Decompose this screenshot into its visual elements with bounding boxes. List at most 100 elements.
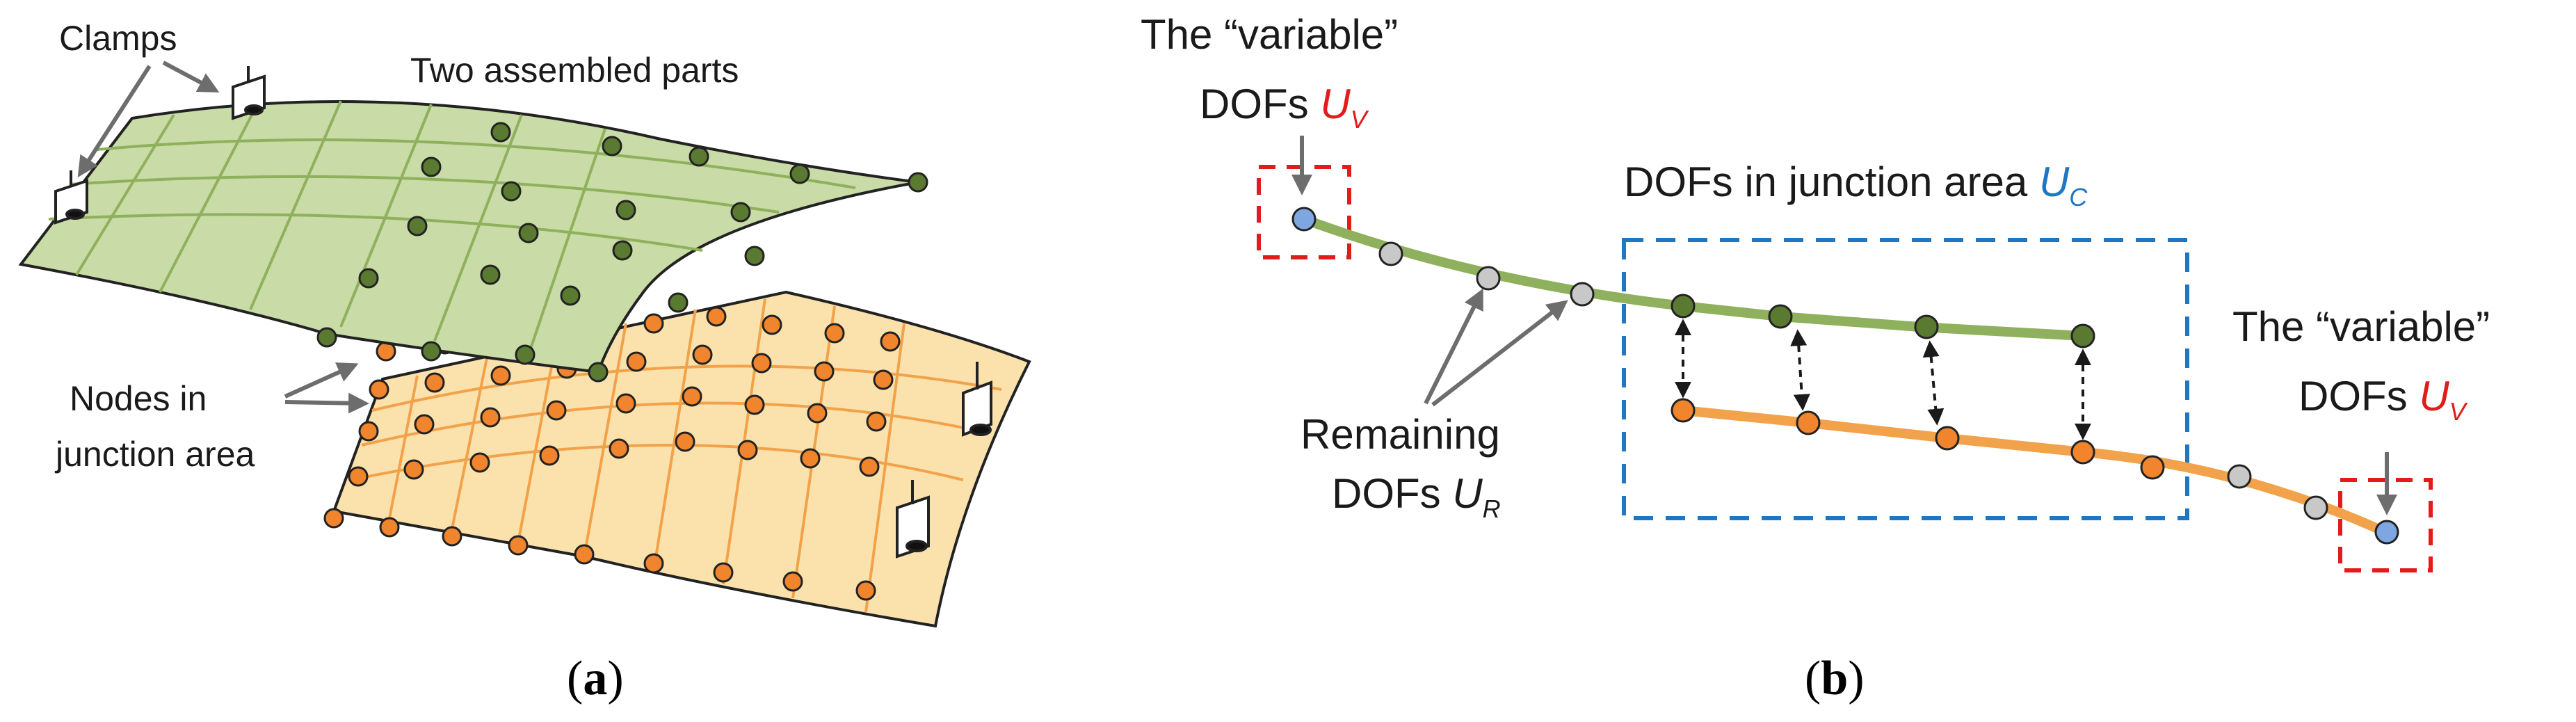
clamp-icon: [896, 362, 992, 559]
green-node: [515, 344, 536, 365]
green-node: [407, 216, 428, 236]
green-node: [358, 268, 379, 289]
orange-node: [800, 448, 821, 469]
nodes-label-line2: junction area: [54, 435, 255, 474]
orange-node: [615, 393, 636, 414]
orange-node: [414, 414, 435, 435]
green-node: [612, 240, 633, 261]
green-node: [602, 136, 622, 157]
orange-node: [480, 407, 501, 428]
green-mesh: [48, 100, 856, 355]
orange-node: [469, 452, 490, 473]
junction-dof-node-green: [2070, 323, 2095, 348]
junction-dof-node-green: [1768, 304, 1793, 329]
green-node: [480, 264, 501, 285]
orange-node: [866, 411, 887, 432]
green-node: [421, 157, 442, 177]
clamps-label: Clamps: [59, 19, 177, 58]
nodes-label-line1: Nodes in: [70, 379, 207, 418]
orange-node: [859, 456, 880, 477]
orange-node: [713, 562, 734, 583]
orange-node: [609, 438, 629, 459]
callout-arrows: [1291, 136, 2397, 515]
green-node: [501, 181, 522, 202]
green-node: [668, 292, 689, 313]
junction-dof-node-orange: [2070, 440, 2095, 465]
green-node: [490, 122, 511, 143]
green-surface: [18, 100, 919, 374]
orange-node: [682, 386, 702, 407]
orange-node: [782, 571, 803, 592]
junction-area-label: DOFs in junction area UC: [1624, 159, 2088, 211]
clamp-icon: [54, 66, 266, 225]
variable-dof-node: [1291, 207, 1317, 232]
remaining-dof-node: [2227, 464, 2252, 489]
variable-dof-box-left: [1257, 165, 1351, 259]
green-node: [588, 362, 609, 383]
green-node: [615, 200, 636, 220]
nodes-callout-arrows: [284, 362, 369, 414]
orange-part-curve: [1678, 406, 2390, 537]
panel-a: Clamps Two assembled parts Nodes in junc…: [18, 19, 1031, 705]
orange-node: [675, 431, 695, 452]
junction-dof-node-orange: [2140, 455, 2165, 480]
caption-a: (a): [567, 652, 624, 705]
variable-right-line1: The “variable”: [2232, 303, 2490, 350]
orange-node: [880, 331, 901, 352]
orange-node: [814, 361, 835, 382]
orange-node: [442, 526, 462, 547]
variable-dof-box-right: [2338, 478, 2433, 572]
coupling-arrows: [1675, 319, 2091, 440]
remaining-dof-node: [2303, 495, 2328, 520]
green-node: [730, 202, 751, 223]
variable-left-line1: The “variable”: [1141, 11, 1398, 58]
orange-node: [539, 445, 560, 466]
clamps-callout-arrows: [77, 61, 220, 178]
orange-node: [807, 403, 828, 424]
junction-dof-node-green: [1671, 294, 1696, 319]
orange-node: [744, 394, 765, 415]
green-part: [18, 66, 928, 383]
green-node: [518, 223, 539, 243]
green-nodes: [316, 122, 928, 383]
orange-node: [358, 421, 379, 442]
orange-node: [751, 353, 772, 374]
orange-node: [626, 351, 647, 372]
orange-node: [643, 553, 664, 574]
orange-node: [379, 517, 400, 538]
green-node: [421, 341, 442, 362]
green-node: [316, 327, 337, 348]
remaining-label-line1: Remaining: [1301, 411, 1500, 458]
dof-nodes: [1291, 207, 2399, 545]
orange-node: [348, 466, 369, 487]
orange-node: [824, 323, 845, 344]
junction-area-box: [1622, 238, 2189, 520]
variable-dof-node: [2374, 520, 2399, 545]
green-node: [908, 172, 928, 193]
orange-node: [737, 440, 758, 460]
remaining-dof-node: [1378, 241, 1403, 266]
junction-dof-node-orange: [1671, 398, 1696, 423]
orange-node: [706, 306, 727, 327]
orange-node: [403, 459, 424, 480]
orange-node: [508, 535, 529, 556]
panel-b: The “variable” DOFs UV DOFs in junction …: [1141, 11, 2490, 705]
caption-b: (b): [1805, 652, 1865, 705]
green-node: [689, 146, 709, 167]
remaining-label-line2: DOFs UR: [1332, 470, 1501, 523]
junction-dof-node-green: [1914, 314, 1939, 339]
remaining-dof-node: [1476, 266, 1501, 291]
orange-node: [369, 379, 389, 400]
orange-node: [424, 372, 445, 393]
orange-node: [855, 580, 876, 601]
orange-node: [692, 344, 713, 365]
assembled-parts-label: Two assembled parts: [410, 51, 739, 90]
remaining-dof-node: [1570, 282, 1595, 307]
green-node: [560, 285, 581, 306]
orange-node: [574, 544, 595, 565]
orange-node: [873, 369, 894, 390]
variable-left-line2: DOFs UV: [1200, 81, 1369, 134]
junction-dof-node-orange: [1935, 426, 1960, 451]
orange-node: [490, 365, 511, 386]
